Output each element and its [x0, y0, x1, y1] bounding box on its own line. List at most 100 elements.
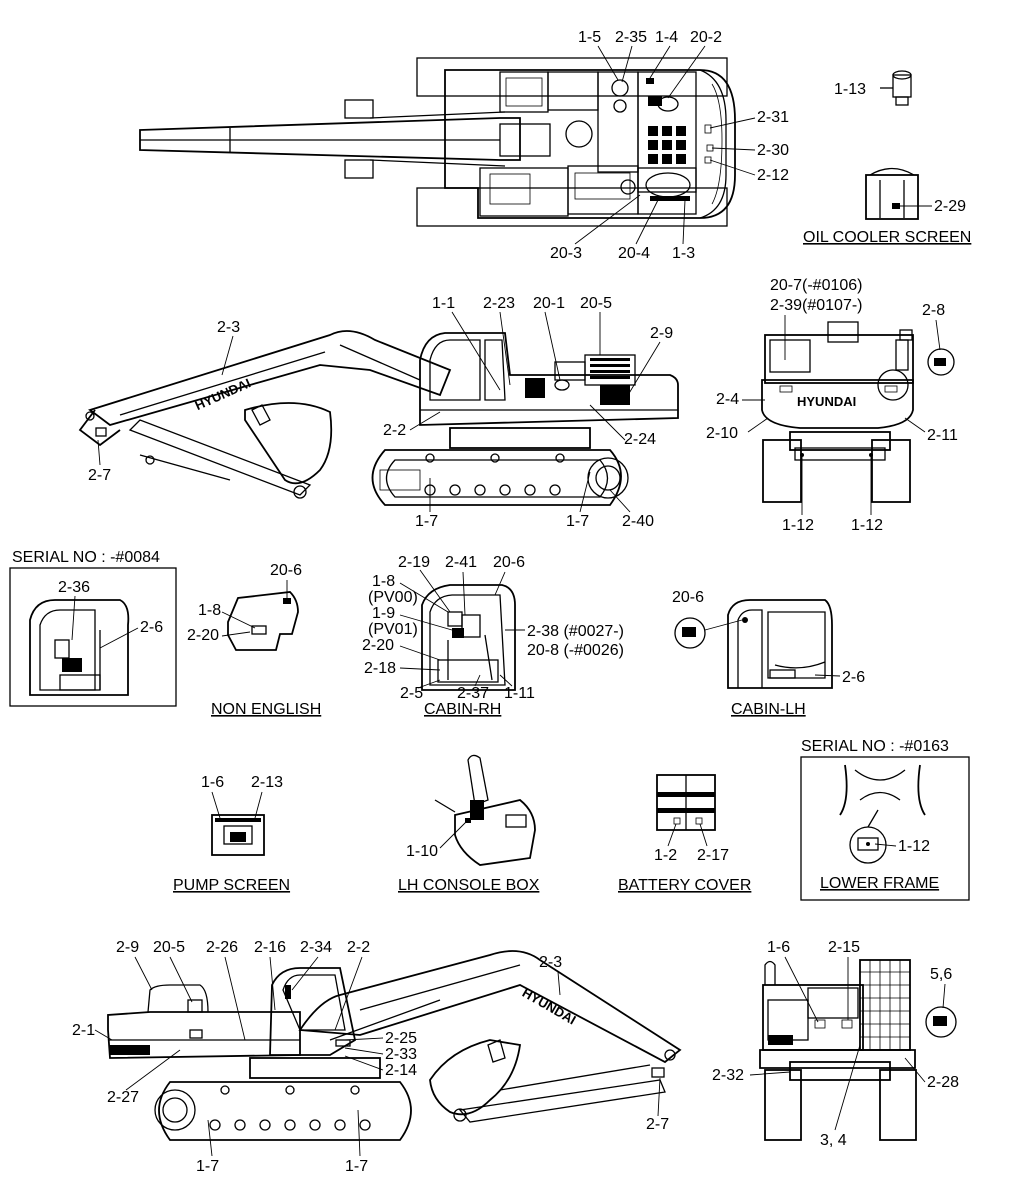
- rear-view-callouts: 20-7(-#0106) 2-39(#0107-) 2-8 2-4 2-10 2…: [706, 277, 958, 534]
- callout-label: 2-2: [347, 939, 370, 956]
- caption-cabin-lh: CABIN-LH: [731, 701, 806, 718]
- callout-label: 2-5: [400, 685, 423, 702]
- callout-label: 2-34: [300, 939, 332, 956]
- left-boom-brand-text: HYUNDAI: [520, 985, 579, 1028]
- callout-label: 2-13: [251, 774, 283, 791]
- callout-label: 1-3: [672, 245, 695, 262]
- callout-label: 2-6: [842, 669, 865, 686]
- oil-cooler-screen-detail: 2-29 OIL COOLER SCREEN: [803, 167, 971, 246]
- callout-label: 20-3: [550, 245, 582, 262]
- caption-cabin-rh: CABIN-RH: [424, 701, 501, 718]
- callout-label: 1-2: [654, 847, 677, 864]
- side-view-right-callouts: 2-3 1-1 2-23 20-1 20-5 2-9 2-2 2-24 2-7 …: [88, 295, 673, 530]
- callout-label: 2-1: [72, 1022, 95, 1039]
- callout-label: 20-5: [153, 939, 185, 956]
- callout-label: 1-6: [767, 939, 790, 956]
- callout-label: 1-7: [196, 1158, 219, 1175]
- callout-label: 2-8: [922, 302, 945, 319]
- callout-label: 1-12: [782, 517, 814, 534]
- callout-label: 2-6: [140, 619, 163, 636]
- callout-label: 2-15: [828, 939, 860, 956]
- callout-label: 2-10: [706, 425, 738, 442]
- callout-label: 2-9: [116, 939, 139, 956]
- part-1-13: 1-13: [834, 70, 912, 106]
- rear-brand-text: HYUNDAI: [797, 394, 856, 409]
- callout-label: 2-18: [364, 660, 396, 677]
- callout-label: 2-30: [757, 142, 789, 159]
- top-view-excavator: [139, 57, 736, 227]
- callout-label: (PV01): [368, 621, 418, 638]
- callout-label: 5,6: [930, 966, 952, 983]
- callout-label: 2-7: [646, 1116, 669, 1133]
- callout-label: 2-31: [757, 109, 789, 126]
- top-view-callouts: 1-5 2-35 1-4 20-2 2-31 2-30 2-12 20-3 20…: [550, 29, 789, 262]
- lh-console-box-detail: 1-10 LH CONSOLE BOX: [398, 754, 540, 894]
- battery-cover-detail: 1-2 2-17 BATTERY COVER: [618, 774, 751, 894]
- callout-label: 2-28: [927, 1074, 959, 1091]
- callout-label: 3, 4: [820, 1132, 847, 1149]
- callout-label: 2-32: [712, 1067, 744, 1084]
- callout-label: 2-19: [398, 554, 430, 571]
- callout-label: 2-11: [927, 427, 958, 444]
- callout-label: 2-39(#0107-): [770, 297, 863, 314]
- callout-label: 2-29: [934, 198, 966, 215]
- callout-label: 2-26: [206, 939, 238, 956]
- callout-label: 20-8 (-#0026): [527, 642, 624, 659]
- callout-label: 1-7: [566, 513, 589, 530]
- boom-brand-text: HYUNDAI: [193, 375, 253, 413]
- callout-label: 20-2: [690, 29, 722, 46]
- callout-label: 1-7: [345, 1158, 368, 1175]
- callout-label: 2-23: [483, 295, 515, 312]
- callout-label: 2-20: [187, 627, 219, 644]
- serial-0084-detail: SERIAL NO : -#0084 2-36 2-6: [9, 549, 177, 707]
- callout-label: 2-4: [716, 391, 739, 408]
- callout-label: 2-20: [362, 637, 394, 654]
- caption-lower-frame: LOWER FRAME: [820, 875, 939, 892]
- callout-label: 1-13: [834, 81, 866, 98]
- callout-label: 2-27: [107, 1089, 139, 1106]
- callout-label: 2-2: [383, 422, 406, 439]
- side-view-left-callouts: 2-9 20-5 2-26 2-16 2-34 2-2 2-3 2-1 2-25…: [72, 939, 669, 1175]
- front-view-excavator: 1-6 2-15 5,6 2-32 2-28 3, 4: [712, 939, 959, 1149]
- callout-label: 1-6: [201, 774, 224, 791]
- callout-label: 2-3: [539, 954, 562, 971]
- callout-label: 2-36: [58, 579, 90, 596]
- caption-lh-console-box: LH CONSOLE BOX: [398, 877, 540, 894]
- callout-label: 2-41: [445, 554, 477, 571]
- callout-label: 1-8: [372, 573, 395, 590]
- caption-pump-screen: PUMP SCREEN: [173, 877, 290, 894]
- callout-label: 1-9: [372, 605, 395, 622]
- callout-label: 2-35: [615, 29, 647, 46]
- caption-serial-0163: SERIAL NO : -#0163: [801, 738, 949, 755]
- callout-label: 20-6: [672, 589, 704, 606]
- callout-label: 1-7: [415, 513, 438, 530]
- callout-label: 2-40: [622, 513, 654, 530]
- non-english-detail: 20-6 1-8 2-20 NON ENGLISH: [187, 562, 321, 718]
- callout-label: 2-7: [88, 467, 111, 484]
- callout-label: 20-1: [533, 295, 565, 312]
- callout-label: 20-6: [493, 554, 525, 571]
- pump-screen-detail: 1-6 2-13 PUMP SCREEN: [173, 774, 290, 894]
- callout-label: 2-3: [217, 319, 240, 336]
- callout-label: 2-9: [650, 325, 673, 342]
- cabin-rh-detail: 2-19 2-41 20-6 1-8 (PV00) 1-9 (PV01) 2-2…: [362, 554, 624, 718]
- callout-label: 2-37: [457, 685, 489, 702]
- callout-label: 2-38 (#0027-): [527, 623, 624, 640]
- callout-label: (PV00): [368, 589, 418, 606]
- callout-label: 20-7(-#0106): [770, 277, 863, 294]
- callout-label: 2-12: [757, 167, 789, 184]
- callout-label: 2-14: [385, 1062, 417, 1079]
- caption-battery-cover: BATTERY COVER: [618, 877, 751, 894]
- rear-view-excavator: HYUNDAI: [761, 321, 955, 503]
- callout-label: 1-1: [432, 295, 455, 312]
- callout-label: 2-16: [254, 939, 286, 956]
- callout-label: 1-10: [406, 843, 438, 860]
- callout-label: 2-17: [697, 847, 729, 864]
- callout-label: 2-25: [385, 1030, 417, 1047]
- callout-label: 20-6: [270, 562, 302, 579]
- caption-non-english: NON ENGLISH: [211, 701, 321, 718]
- callout-label: 2-24: [624, 431, 656, 448]
- callout-label: 1-11: [504, 685, 535, 702]
- callout-label: 1-8: [198, 602, 221, 619]
